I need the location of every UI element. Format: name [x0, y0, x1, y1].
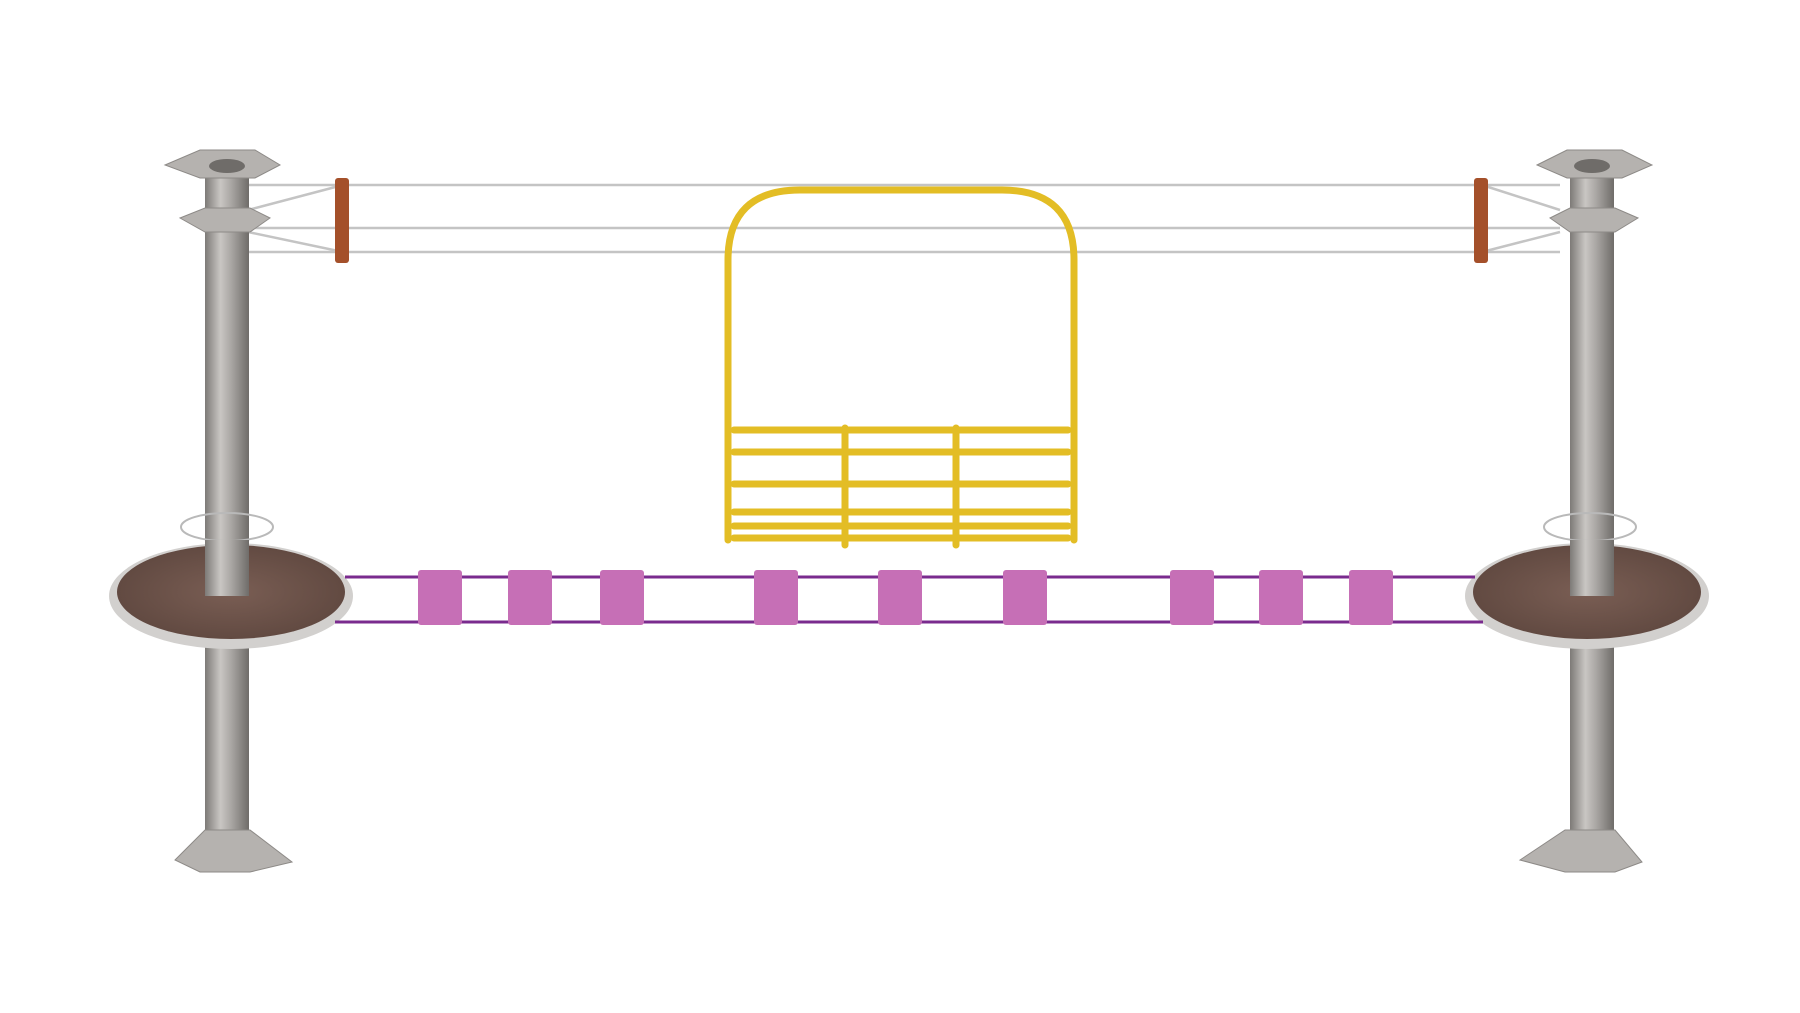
bridge-board-1 [418, 570, 462, 625]
right-pole [1518, 149, 1654, 873]
bridge-board-5 [878, 570, 922, 625]
bridge-boards [418, 570, 1393, 625]
bridge-board-7 [1170, 570, 1214, 625]
bridge-board-8 [1259, 570, 1303, 625]
bridge-board-2 [508, 570, 552, 625]
bridge-board-4 [754, 570, 798, 625]
top-ropes [247, 183, 1561, 254]
bridge-board-6 [1003, 570, 1047, 625]
bridge-board-3 [600, 570, 644, 625]
left-rope-spreader [335, 178, 349, 263]
yellow-swing-chair [724, 186, 1078, 549]
left-platform [109, 540, 353, 649]
left-pole [163, 149, 294, 873]
bridge-board-9 [1349, 570, 1393, 625]
right-platform [1465, 540, 1709, 649]
right-rope-spreader [1474, 178, 1488, 263]
